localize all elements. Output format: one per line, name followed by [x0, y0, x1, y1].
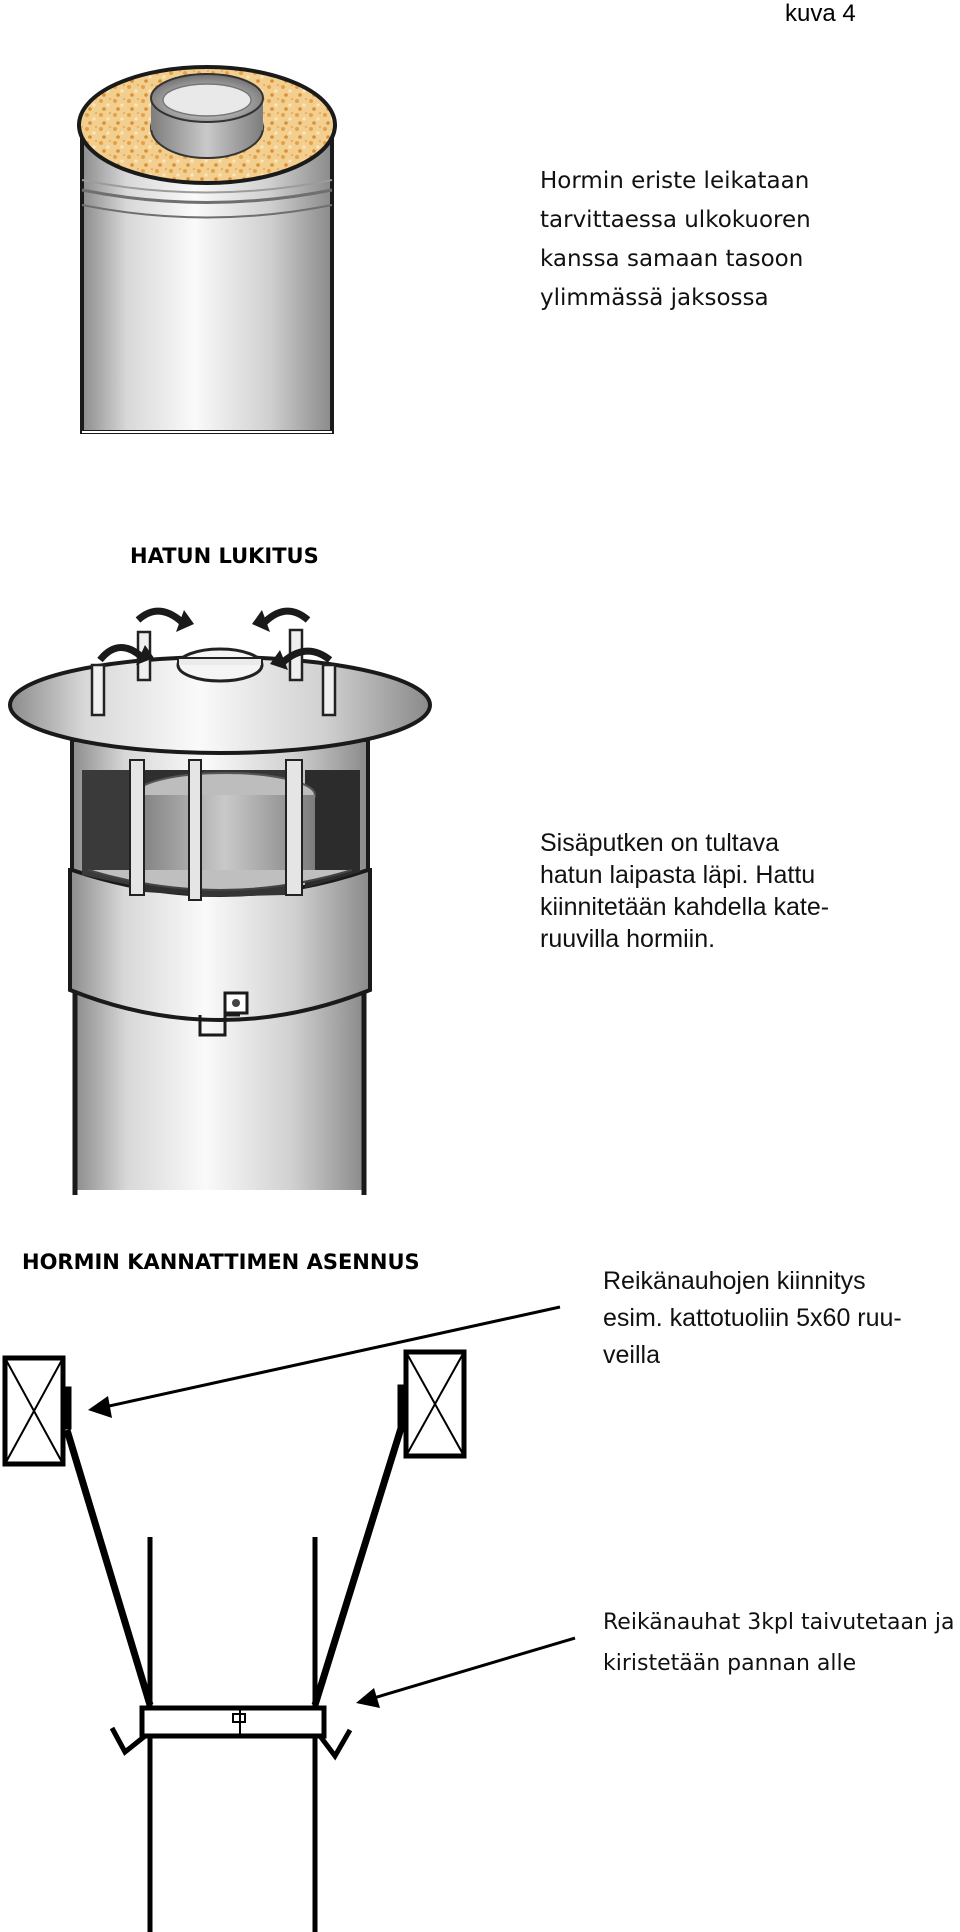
strap-tightening-caption: Reikänauhat 3kpl taivutetaan ja kiristet… — [603, 1602, 960, 1684]
caption-line: Sisäputken on tultava — [540, 829, 780, 857]
caption-line: Hormin eriste leikataan — [540, 168, 810, 194]
caption-line: ruuvilla hormiin. — [540, 925, 716, 953]
strap-fixing-caption: Reikänauhojen kiinnitys esim. kattotuoli… — [603, 1263, 960, 1374]
caption-line: kiristetään pannan alle — [603, 1651, 857, 1676]
caption-line: kiinnitetään kahdella kate- — [540, 893, 830, 921]
cap-lock-heading: HATUN LUKITUS — [130, 544, 319, 568]
caption-line: esim. kattotuoliin 5x60 ruu- — [603, 1304, 902, 1332]
caption-line: kanssa samaan tasoon — [540, 246, 804, 272]
insulation-caption: Hormin eriste leikataan tarvittaessa ulk… — [540, 162, 940, 318]
bracket-heading: HORMIN KANNATTIMEN ASENNUS — [22, 1250, 420, 1274]
caption-line: tarvittaessa ulkokuoren — [540, 207, 811, 233]
caption-line: Reikänauhat 3kpl taivutetaan ja — [603, 1610, 955, 1635]
caption-line: veilla — [603, 1341, 660, 1369]
chimney-cap-illustration — [8, 607, 432, 1195]
cap-caption: Sisäputken on tultava hatun laipasta läp… — [540, 827, 940, 955]
caption-line: Reikänauhojen kiinnitys — [603, 1267, 866, 1295]
insulated-pipe — [77, 65, 337, 434]
caption-line: ylimmässä jaksossa — [540, 285, 769, 311]
chimney-bracket-illustration — [2, 1305, 576, 1932]
page-label: kuva 4 — [785, 0, 856, 27]
caption-line: hatun laipasta läpi. Hattu — [540, 861, 816, 889]
